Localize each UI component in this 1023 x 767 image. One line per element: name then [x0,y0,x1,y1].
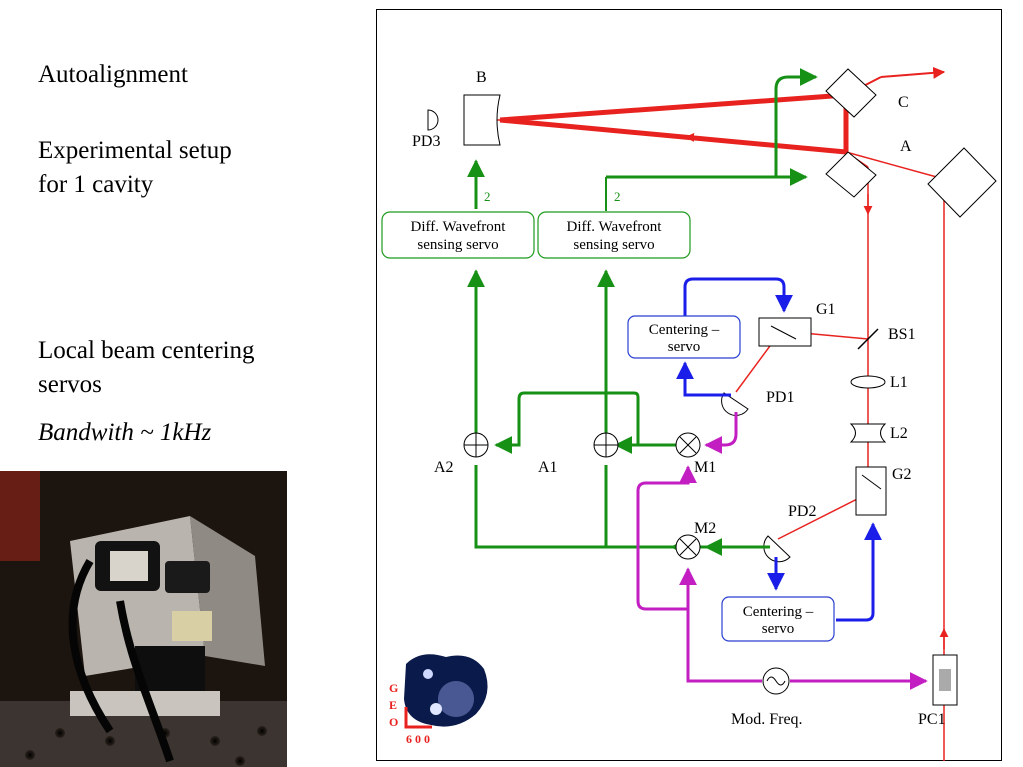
label-g1: G1 [816,301,836,318]
label-pd1: PD1 [766,389,794,406]
modulation-signals [636,412,928,690]
pd3-detector [427,109,439,131]
dws-box-1: Diff. Wavefront sensing servo [381,211,535,259]
label-pd2: PD2 [788,503,816,520]
centering-servo-1: Centering – servo [627,315,741,359]
laser-beams [471,66,949,761]
centering-1-line1: Centering – [649,322,720,338]
slide-title: Autoalignment [38,61,188,88]
servo-line-1: Local beam centering [38,337,255,364]
cavity-arrow [685,132,707,142]
label-a1: A1 [538,459,558,476]
label-c: C [898,94,909,111]
pd1-detector [721,392,749,416]
signal-nodes [463,432,790,695]
dws-box-2-line1: Diff. Wavefront [567,219,663,235]
pd2-detector [763,535,791,563]
centering-servo-2: Centering – servo [721,596,835,642]
dws-channel-1: 2 [484,189,491,204]
label-pc1: PC1 [918,711,946,728]
lens-l1 [850,375,886,389]
label-a2: A2 [434,459,454,476]
geo600-logo: G E O 6 0 0 [389,654,488,746]
label-a: A [900,138,912,155]
cavity-beam-bc [499,92,847,123]
g2-box [855,466,887,516]
mirror-c [825,68,877,118]
mirror-a [825,151,877,198]
label-l1: L1 [890,374,908,391]
beam-a-pc1 [845,151,945,180]
label-mod-freq: Mod. Freq. [731,711,803,728]
setup-line-1: Experimental setup [38,137,232,164]
logo-letter-e: E [389,698,397,712]
label-m2: M2 [694,520,716,537]
dws-channel-2: 2 [614,189,621,204]
autoalignment-diagram: Diff. Wavefront sensing servo Diff. Wave… [376,9,1002,761]
bs1-splitter [857,328,879,350]
logo-number: 6 0 0 [406,732,430,746]
centering-signals [676,277,882,622]
centering-2-line1: Centering – [743,604,814,620]
label-m1: M1 [694,459,716,476]
label-bs1: BS1 [888,326,916,343]
mirror-large [927,147,997,218]
component-labels: B PD3 C A G1 BS1 L1 L2 G2 PD1 PD2 M1 M2 … [412,69,946,728]
dws-signals [467,68,818,556]
label-pd3: PD3 [412,133,440,150]
label-g2: G2 [892,466,912,483]
hardware-photo [0,471,287,767]
dws-box-1-line2: sensing servo [417,237,498,253]
servo-line-2: servos [38,371,102,398]
optics [427,68,997,706]
beam-out-arrow [880,66,946,79]
dws-box-2: Diff. Wavefront sensing servo [537,211,691,259]
centering-2-line2: servo [762,621,795,637]
label-b: B [476,69,487,86]
setup-line-2: for 1 cavity [38,171,154,198]
lens-l2 [849,423,887,443]
label-l2: L2 [890,425,908,442]
logo-letter-g: G [389,681,398,695]
dws-box-1-line1: Diff. Wavefront [411,219,507,235]
centering-1-line2: servo [668,339,701,355]
mirror-b [463,94,501,146]
dws-box-2-line2: sensing servo [573,237,654,253]
bandwidth-note: Bandwith ~ 1kHz [38,419,212,446]
cavity-beam-ab [499,117,847,155]
logo-letter-o: O [389,715,398,729]
g1-box [758,317,812,347]
